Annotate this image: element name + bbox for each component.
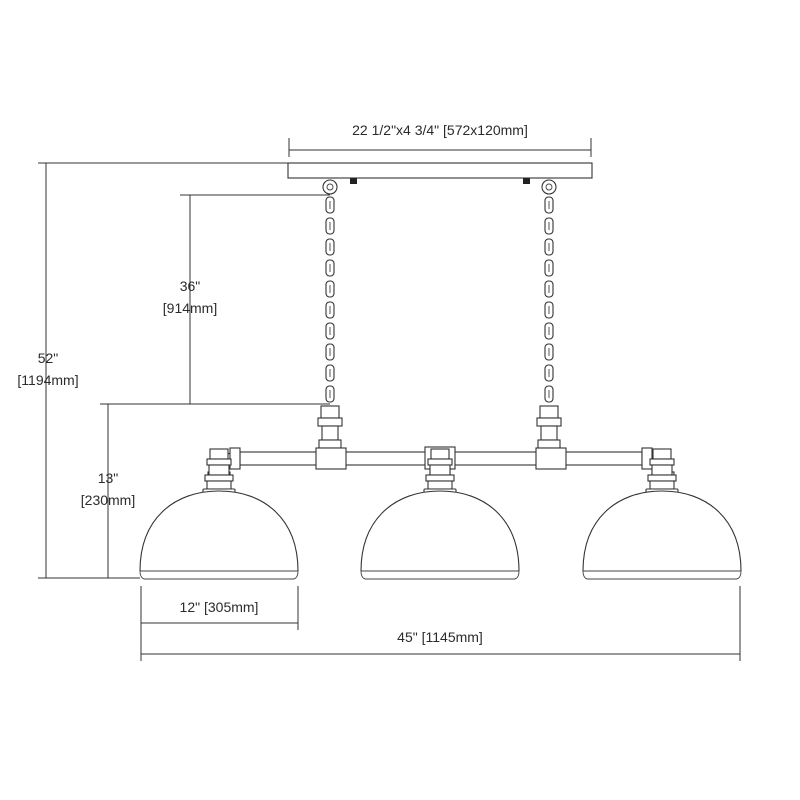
dimension-shade-height: 13" [230mm] [81,404,135,578]
chain-fitting-right [536,405,562,449]
chain-left [322,179,338,403]
chain-right [541,179,557,403]
canopy [287,162,593,184]
shade-center [360,448,520,580]
chain-length-mm-label: [914mm] [163,300,217,316]
overall-height-in-label: 52" [38,350,59,366]
shade-height-in-label: 13" [98,470,119,486]
dimension-chain-length: 36" [914mm] [100,194,330,405]
chain-fitting-left [317,405,343,449]
overall-width-label: 45" [1145mm] [397,629,483,645]
shade-left [139,448,299,580]
dimension-overall-height: 52" [1194mm] [17,162,288,579]
shade-right [582,448,742,580]
dimension-overall-width: 45" [1145mm] [140,586,741,661]
overall-height-mm-label: [1194mm] [17,372,78,388]
chain-length-in-label: 36" [180,278,201,294]
shade-width-label: 12" [305mm] [180,599,259,615]
shade-height-mm-label: [230mm] [81,492,135,508]
dimension-canopy: 22 1/2"x4 3/4" [572x120mm] [288,122,592,157]
dimension-shade-width: 12" [305mm] [140,586,299,630]
canopy-dimension-label: 22 1/2"x4 3/4" [572x120mm] [352,122,528,138]
